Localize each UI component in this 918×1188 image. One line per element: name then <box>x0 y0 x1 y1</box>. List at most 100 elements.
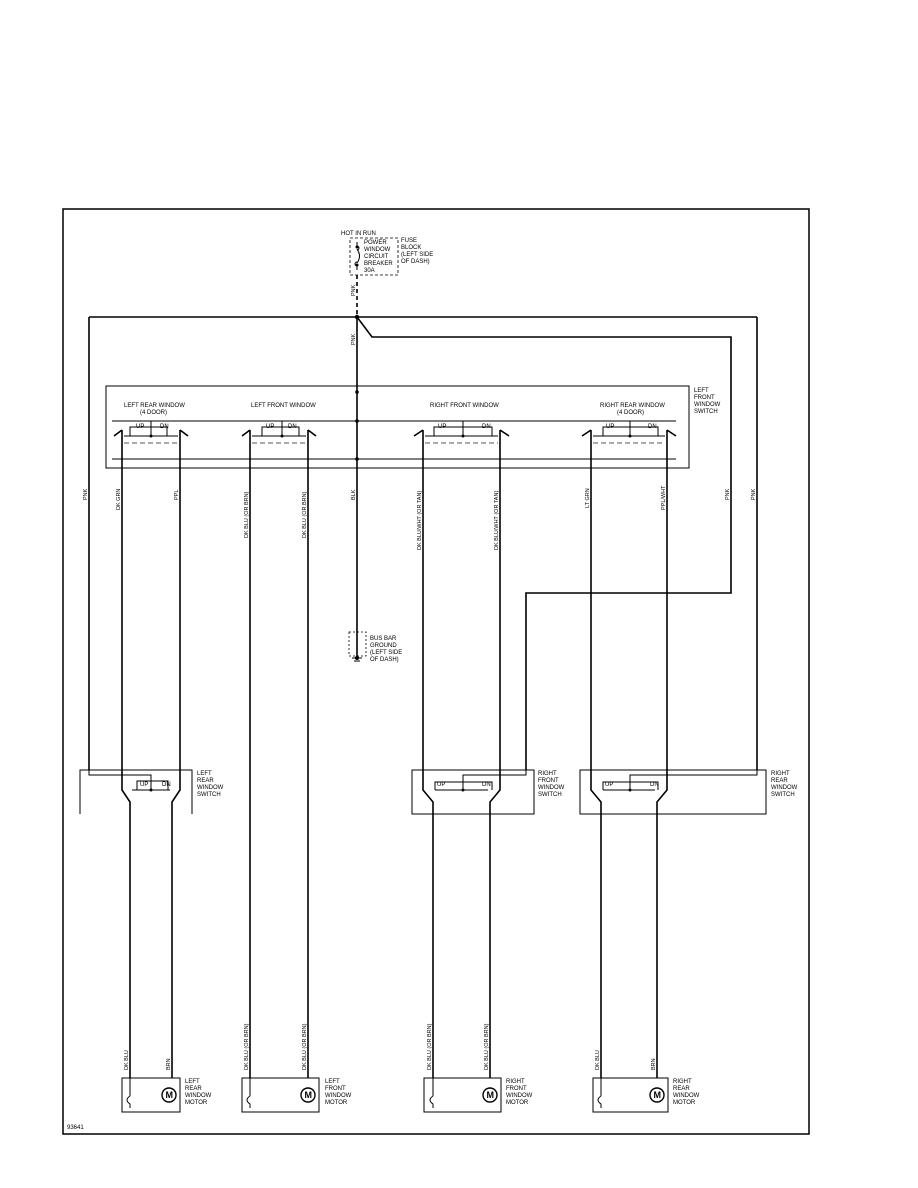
left-rear-window-switch: UP DN LEFT REAR WINDOW SWITCH <box>79 769 224 814</box>
section-title-left-rear: (4 DOOR) <box>140 410 167 416</box>
motor-label-line: MOTOR <box>506 1100 529 1106</box>
breaker-label-line: CIRCUIT <box>364 254 389 260</box>
switch-label-line: SWITCH <box>771 792 795 798</box>
motor-label-line: WINDOW <box>325 1093 352 1099</box>
wire-label: PPL <box>174 490 180 500</box>
dn-label: DN <box>482 782 491 788</box>
motor-label-line: WINDOW <box>673 1093 700 1099</box>
wire-label: LT GRN <box>585 488 591 508</box>
ground-label-line: OF DASH) <box>370 657 399 663</box>
switch-section-right-front: UP DN <box>413 421 510 468</box>
wire-label-pnk: PNK <box>351 284 357 296</box>
switch-label-line: FRONT <box>538 778 559 784</box>
up-label: UP <box>438 424 446 430</box>
circuit-breaker: HOT IN RUN POWER WINDOW CIRCUIT BREAKER … <box>341 231 433 276</box>
switch-housing <box>79 769 193 814</box>
fuse-block-label-line: OF DASH) <box>401 259 430 265</box>
breaker-label-line: 30A <box>364 268 375 274</box>
switch-section-right-rear: UP DN <box>581 421 677 468</box>
motor-symbol: M <box>487 1090 495 1100</box>
master-switch-label-line: SWITCH <box>694 409 718 415</box>
wire-label: DK BLU (OR BRN) <box>302 491 308 538</box>
ground-label-line: (LEFT SIDE <box>370 650 402 656</box>
switch-label-line: WINDOW <box>538 785 565 791</box>
wire-label: DK BLU (OR BRN) <box>244 491 250 538</box>
motor-housing <box>241 1077 320 1113</box>
dn-label: DN <box>648 424 657 430</box>
left-front-window-motor: M LEFT FRONT WINDOW MOTOR <box>241 1077 352 1113</box>
dn-label: DN <box>288 424 297 430</box>
section-title-left-rear: LEFT REAR WINDOW <box>124 403 185 409</box>
wire-label: DK GRN <box>116 489 122 510</box>
switch-label-line: RIGHT <box>771 771 790 777</box>
switch-section-left-front: UP DN <box>241 421 317 468</box>
switch-label-line: REAR <box>197 778 214 784</box>
wire-label: DK BLU (OR BRN) <box>244 1023 250 1070</box>
motor-label-line: LEFT <box>325 1079 340 1085</box>
wire-label: BLK <box>351 489 357 500</box>
switch-label-line: WINDOW <box>771 785 798 791</box>
right-front-window-switch: UP DN RIGHT FRONT WINDOW SWITCH <box>411 769 565 815</box>
motor-symbol: M <box>166 1090 174 1100</box>
wire-label: DK BLU (OR BRN) <box>484 1023 490 1070</box>
motor-label-line: MOTOR <box>185 1100 208 1106</box>
up-label: UP <box>437 782 445 788</box>
master-switch-label-line: LEFT <box>694 388 709 394</box>
ground-label-line: BUS BAR <box>370 636 397 642</box>
section-title-right-rear: RIGHT REAR WINDOW <box>600 403 665 409</box>
motor-label-line: MOTOR <box>673 1100 696 1106</box>
dn-label: DN <box>482 424 491 430</box>
motor-label-line: REAR <box>185 1086 202 1092</box>
fuse-block-label-line: (LEFT SIDE <box>401 252 433 258</box>
up-label: UP <box>605 782 613 788</box>
switch-label-line: WINDOW <box>197 785 224 791</box>
wire-label-pnk: PNK <box>751 488 757 500</box>
motor-label-line: FRONT <box>506 1086 527 1092</box>
motor-icon <box>161 1087 177 1103</box>
fuse-block-box <box>349 237 399 276</box>
motor-label-line: REAR <box>673 1086 690 1092</box>
master-switch-label-line: WINDOW <box>694 402 721 408</box>
motor-symbol: M <box>654 1090 662 1100</box>
motor-housing <box>592 1077 669 1113</box>
switch-label-line: SWITCH <box>538 792 562 798</box>
wire-label-pnk: PNK <box>83 488 89 500</box>
wire-label: DK BLU (OR BRN) <box>302 1023 308 1070</box>
motor-icon <box>649 1087 665 1103</box>
master-window-switch: LEFT FRONT WINDOW SWITCH LEFT REAR WINDO… <box>105 385 721 469</box>
up-label: UP <box>136 424 144 430</box>
motor-label-line: MOTOR <box>325 1100 348 1106</box>
fuse-block-label-line: FUSE <box>401 238 417 244</box>
section-title-right-front: RIGHT FRONT WINDOW <box>430 403 499 409</box>
master-switch-box <box>105 385 690 469</box>
motor-label-line: FRONT <box>325 1086 346 1092</box>
switch-label-line: SWITCH <box>197 792 221 798</box>
breaker-label-line: POWER <box>364 240 387 246</box>
switch-label-line: LEFT <box>197 771 212 777</box>
diagram-frame <box>62 208 810 1135</box>
wire-label: DK BLU/WHT (OR TAN) <box>494 491 500 550</box>
hot-in-run-label: HOT IN RUN <box>341 231 376 237</box>
switch-label-line: REAR <box>771 778 788 784</box>
motor-icon <box>300 1087 316 1103</box>
switch-housing <box>579 769 767 815</box>
wire-label-pnk: PNK <box>725 488 731 500</box>
motor-symbol: M <box>305 1090 313 1100</box>
up-label: UP <box>266 424 274 430</box>
motor-label-line: RIGHT <box>673 1079 692 1085</box>
dn-label: DN <box>650 782 659 788</box>
dn-label: DN <box>160 424 169 430</box>
up-label: UP <box>606 424 614 430</box>
right-front-window-motor: M RIGHT FRONT WINDOW MOTOR <box>423 1077 533 1113</box>
wire-label: DK BLU (OR BRN) <box>427 1023 433 1070</box>
master-output-wires <box>121 468 668 1078</box>
dn-label: DN <box>162 782 171 788</box>
motor-label-line: RIGHT <box>506 1079 525 1085</box>
switch-label-line: RIGHT <box>538 771 557 777</box>
motor-label-line: WINDOW <box>185 1093 212 1099</box>
up-label: UP <box>140 782 148 788</box>
wire-label: DK BLU <box>124 1050 130 1070</box>
motor-wires <box>129 814 658 1078</box>
right-rear-window-switch: UP DN RIGHT REAR WINDOW SWITCH <box>579 769 798 815</box>
